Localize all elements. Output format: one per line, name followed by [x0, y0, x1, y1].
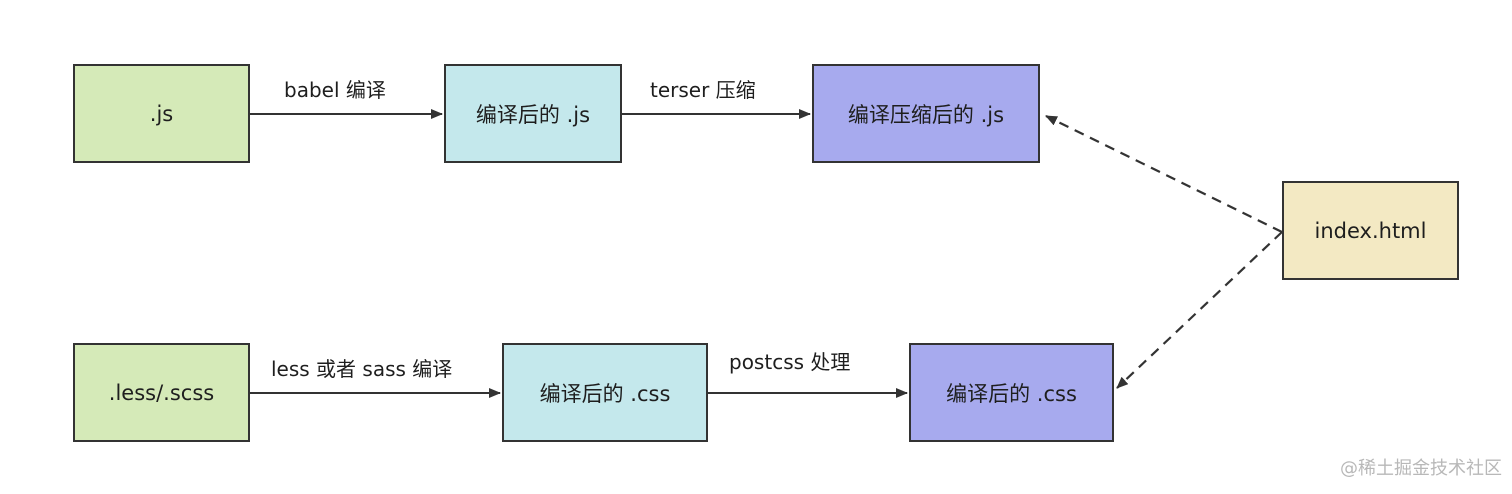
node-js-source: .js	[73, 64, 250, 163]
node-css-processed: 编译后的 .css	[909, 343, 1114, 442]
watermark: @稀土掘金技术社区	[1340, 458, 1502, 479]
edge-label-babel: babel 编译	[284, 78, 386, 102]
node-index-html-label: index.html	[1314, 218, 1427, 243]
node-css-processed-label: 编译后的 .css	[946, 381, 1077, 406]
node-css-compiled-label: 编译后的 .css	[539, 381, 671, 406]
node-index-html: index.html	[1282, 181, 1459, 280]
node-js-source-label: .js	[149, 101, 174, 126]
edge-label-less-sass: less 或者 sass 编译	[271, 357, 453, 381]
node-css-compiled: 编译后的 .css	[502, 343, 708, 442]
node-css-source: .less/.scss	[73, 343, 250, 442]
arrow-index-to-css	[1116, 231, 1283, 389]
edge-label-terser: terser 压缩	[650, 78, 756, 102]
node-js-minified: 编译压缩后的 .js	[812, 64, 1040, 163]
node-js-minified-label: 编译压缩后的 .js	[847, 102, 1005, 127]
arrow-index-to-js	[1045, 115, 1283, 233]
node-css-source-label: .less/.scss	[108, 380, 215, 405]
edge-label-postcss: postcss 处理	[729, 350, 851, 374]
node-js-compiled: 编译后的 .js	[444, 64, 622, 163]
node-js-compiled-label: 编译后的 .js	[475, 102, 591, 127]
